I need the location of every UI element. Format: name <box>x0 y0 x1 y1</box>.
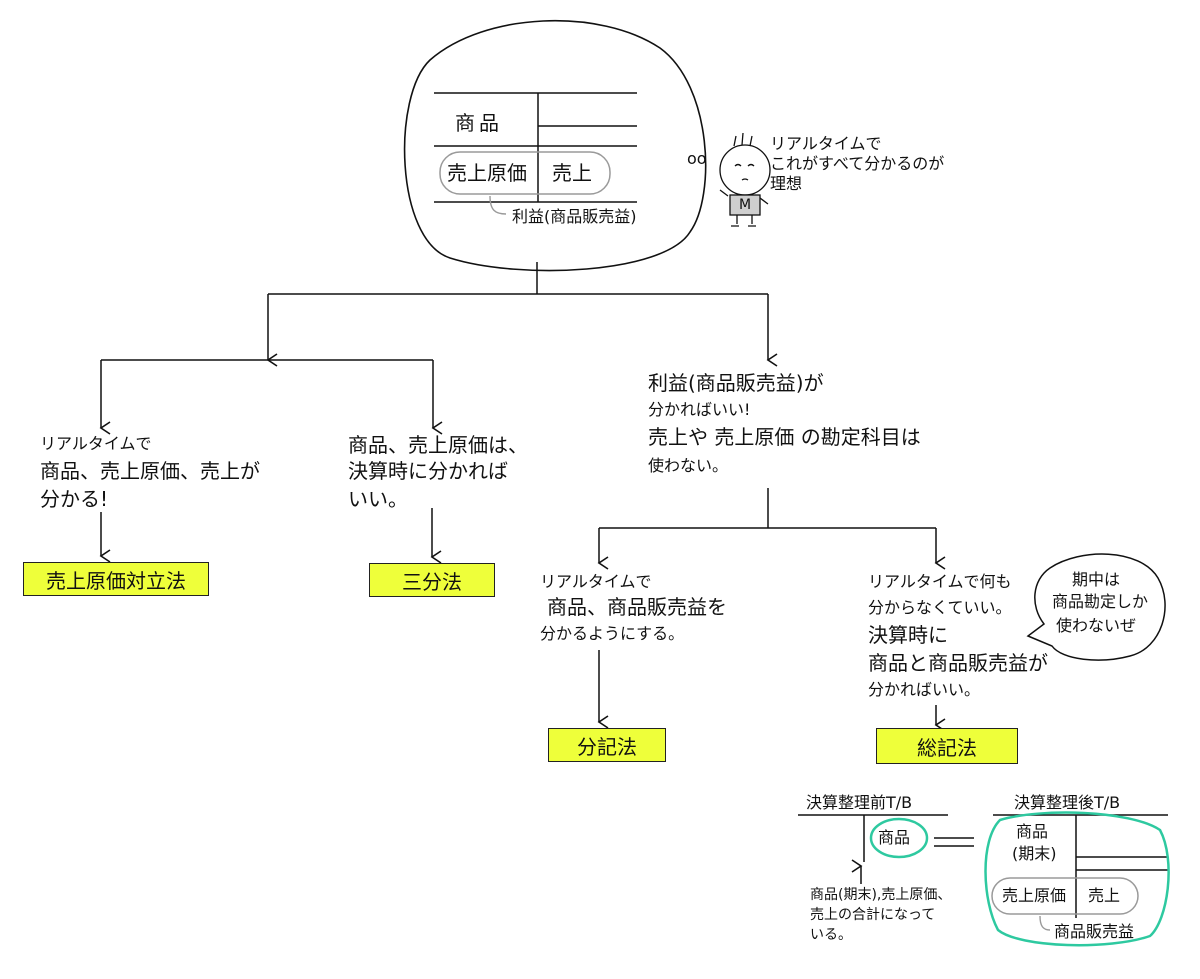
tb-after-right: 売上 <box>1088 886 1121 905</box>
character-thought-1: リアルタイムで <box>770 134 882 153</box>
character-shirt-letter: M <box>739 197 752 213</box>
left-desc-3: 分かる! <box>40 487 109 511</box>
tb-before-note-1: 商品(期末),売上原価、 <box>810 887 952 903</box>
middle-method-label: 三分法 <box>369 563 495 597</box>
speech-bubble-2: 商品勘定しか <box>1052 592 1149 611</box>
right-desc-3: 売上や 売上原価 の勘定科目は <box>648 425 921 449</box>
middle-desc-3: いい。 <box>348 487 408 511</box>
tb-after-note: 商品販売益 <box>1054 922 1135 941</box>
left-method-label: 売上原価対立法 <box>23 562 209 596</box>
top-t-account <box>434 92 637 203</box>
top-row-2-left: 売上原価 <box>447 161 527 185</box>
top-row-1: 商品 <box>455 111 503 135</box>
tb-before-highlight <box>869 817 929 859</box>
thought-blob <box>403 19 707 272</box>
tb-before-note-3: いる。 <box>810 927 852 943</box>
gross-profit-bracket <box>439 151 611 195</box>
character-thought-2: これがすべて分かるのが <box>770 154 945 173</box>
speech-bubble-1: 期中は <box>1072 570 1121 589</box>
sub-right-desc-3: 決算時に <box>868 623 948 647</box>
top-row-2-right: 売上 <box>552 161 592 185</box>
gross-profit-arrow <box>489 195 507 215</box>
sub-left-desc-2: 商品、商品販売益を <box>547 595 727 619</box>
left-desc-2: 商品、売上原価、売上が <box>40 459 260 483</box>
top-arrow-note: 利益(商品販売益) <box>512 207 637 226</box>
speech-bubble-3: 使わないぜ <box>1056 616 1137 635</box>
right-desc-4: 使わない。 <box>648 456 729 475</box>
sub-right-method-label: 総記法 <box>876 728 1018 764</box>
tb-after-highlight <box>984 811 1170 947</box>
tb-after-lines <box>993 814 1168 918</box>
sub-right-desc-2: 分からなくていい。 <box>868 598 1012 617</box>
tb-after-arrow <box>1039 915 1051 931</box>
tb-after-bracket <box>991 877 1139 915</box>
character-bubble-dots: oo <box>687 149 707 168</box>
character-icon <box>719 132 771 227</box>
sub-right-desc-1: リアルタイムで何も <box>868 572 1012 591</box>
sub-left-desc-3: 分かるようにする。 <box>540 624 685 643</box>
sub-right-desc-4: 商品と商品販売益が <box>868 651 1048 675</box>
left-desc-1: リアルタイムで <box>40 434 152 453</box>
character-thought-3: 理想 <box>770 174 803 193</box>
tb-after-account-2: (期末) <box>1012 844 1057 863</box>
tb-before-account: 商品 <box>878 828 911 847</box>
tb-before-title: 決算整理前T/B <box>806 793 913 812</box>
tb-after-title: 決算整理後T/B <box>1014 793 1121 812</box>
tb-after-left: 売上原価 <box>1002 886 1067 905</box>
tb-before-note-2: 売上の合計になって <box>810 907 936 923</box>
speech-bubble-outline <box>1026 553 1166 661</box>
middle-desc-1: 商品、売上原価は、 <box>348 433 528 457</box>
sub-left-method-label: 分記法 <box>548 728 666 762</box>
sub-left-desc-1: リアルタイムで <box>540 572 652 591</box>
tb-after-account-1: 商品 <box>1016 822 1049 841</box>
tb-before-lines <box>798 814 974 884</box>
right-desc-1: 利益(商品販売益)が <box>648 371 824 395</box>
right-desc-2: 分かればいい! <box>648 400 751 419</box>
sub-right-desc-5: 分かればいい。 <box>868 680 981 699</box>
middle-desc-2: 決算時に分かれば <box>348 459 508 483</box>
